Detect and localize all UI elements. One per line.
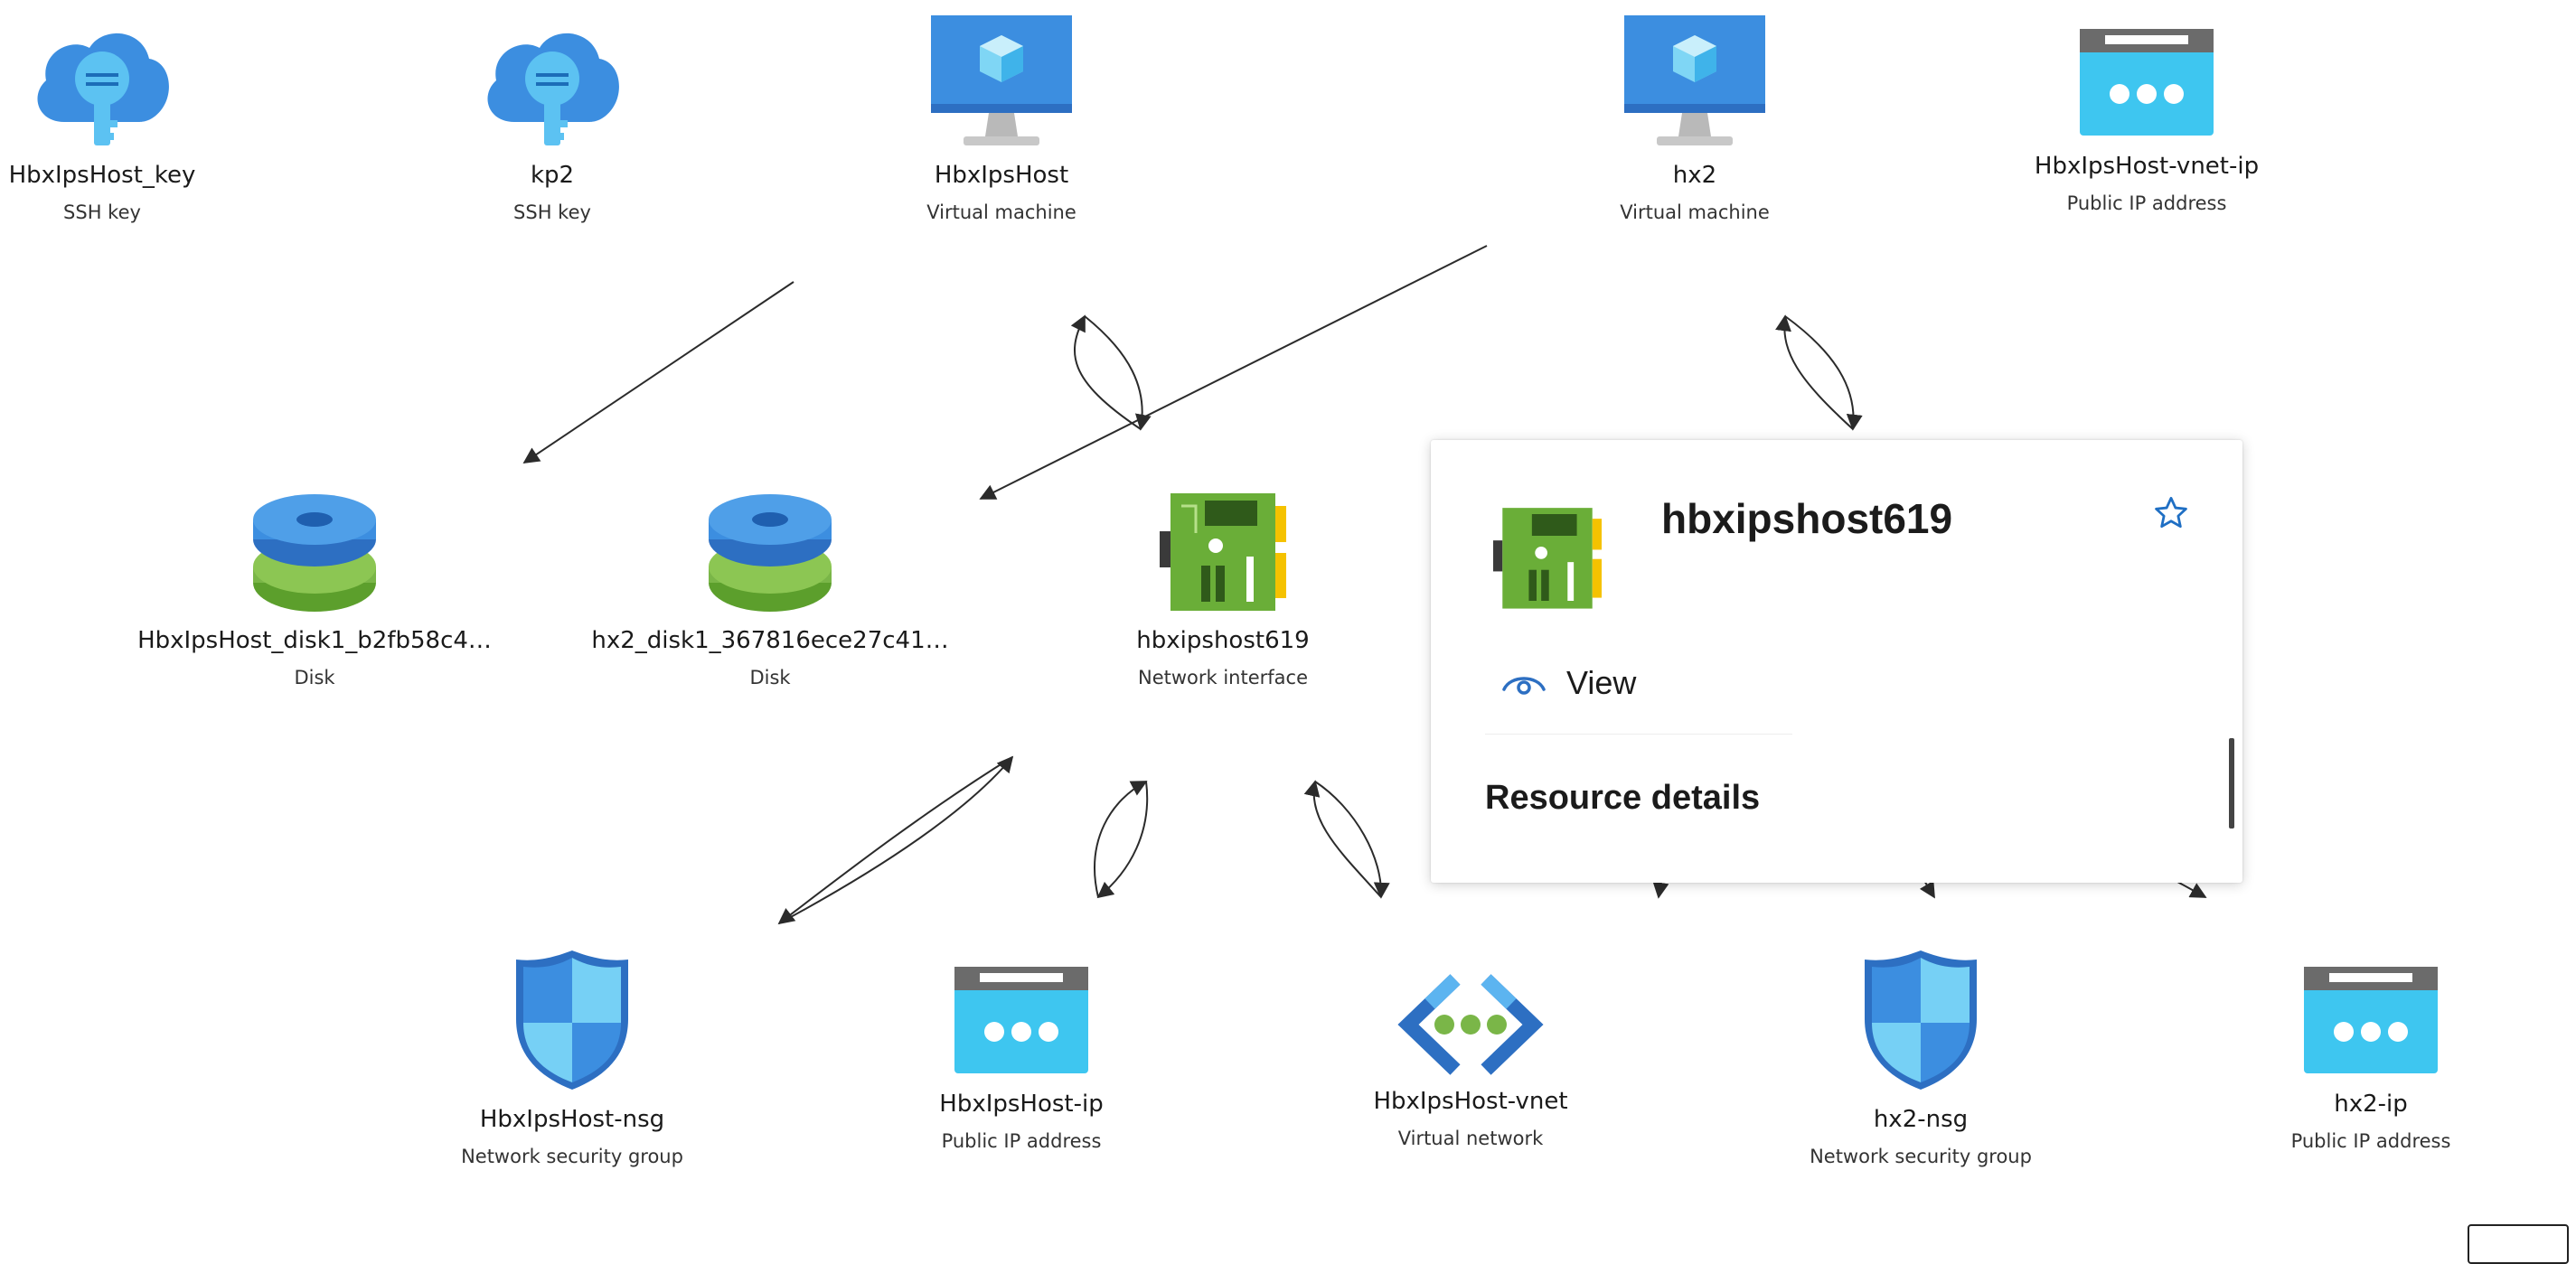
- node-name: HbxIpsHost_key: [8, 162, 196, 189]
- nsg-shield-icon: [516, 950, 628, 1090]
- node-type: Public IP address: [2066, 192, 2227, 214]
- virtual-machine-icon: [931, 15, 1072, 145]
- node-type: Network interface: [1137, 667, 1308, 688]
- edge-hx2-nic-a: [1775, 314, 1854, 430]
- resource-popup-card[interactable]: hbxipshost619 View Resource details: [1431, 440, 2242, 883]
- eye-icon: [1502, 677, 1546, 695]
- disk-icon: [253, 494, 376, 612]
- node-hx2-ip[interactable]: hx2-ip Public IP address: [2181, 965, 2561, 1152]
- edge-nic-nsg-b: [778, 755, 1014, 924]
- network-interface-icon: [1160, 493, 1286, 611]
- edge-hx2-nic-b: [1784, 315, 1863, 431]
- node-hx2-nsg[interactable]: hx2-nsg Network security group: [1731, 947, 2111, 1167]
- node-hbxipshost-vnet[interactable]: HbxIpsHost-vnet Virtual network: [1281, 974, 1660, 1149]
- node-name: HbxIpsHost-nsg: [479, 1106, 665, 1133]
- virtual-machine-icon: [1624, 15, 1765, 145]
- node-name: hx2_disk1_367816ece27c41…: [591, 627, 949, 654]
- node-type: Virtual machine: [1620, 201, 1770, 223]
- edge-hx2-to-disk: [979, 245, 1488, 500]
- node-hbxipshost-key[interactable]: HbxIpsHost_key SSH key: [0, 23, 292, 223]
- node-name: hx2-ip: [2334, 1091, 2408, 1118]
- ssh-key-icon: [487, 33, 619, 145]
- edge-nic-vnet-b: [1314, 781, 1390, 899]
- view-label: View: [1566, 664, 1637, 701]
- view-action[interactable]: View: [1501, 664, 1636, 702]
- edge-nic-nsg-a: [777, 756, 1013, 925]
- node-type: Disk: [294, 667, 335, 688]
- node-name: HbxIpsHost_disk1_b2fb58c4…: [137, 627, 492, 654]
- node-type: SSH key: [63, 201, 141, 223]
- node-hbxipshost-disk[interactable]: HbxIpsHost_disk1_b2fb58c4… Disk: [125, 492, 504, 688]
- node-type: Virtual network: [1397, 1128, 1544, 1149]
- node-hx2-disk[interactable]: hx2_disk1_367816ece27c41… Disk: [580, 492, 960, 688]
- resource-details-heading: Resource details: [1485, 779, 1761, 817]
- edge-nic-ip-a: [1094, 781, 1148, 898]
- popup-title: hbxipshost619: [1661, 495, 1953, 542]
- public-ip-icon: [2080, 29, 2214, 136]
- node-name: hbxipshost619: [1136, 627, 1310, 654]
- node-type: Network security group: [461, 1146, 683, 1167]
- node-kp2[interactable]: kp2 SSH key: [362, 23, 742, 223]
- node-hx2-vm[interactable]: hx2 Virtual machine: [1505, 14, 1885, 223]
- node-hbxipshost619[interactable]: hbxipshost619 Network interface: [1033, 488, 1413, 688]
- star-icon[interactable]: [2152, 494, 2190, 532]
- disk-icon: [709, 494, 832, 612]
- nsg-shield-icon: [1865, 950, 1977, 1090]
- node-type: Disk: [749, 667, 791, 688]
- public-ip-icon: [2304, 967, 2438, 1073]
- edge-vm-to-disk: [522, 281, 794, 464]
- node-name: hx2-nsg: [1873, 1106, 1969, 1133]
- edge-vm-nic-b: [1084, 315, 1152, 431]
- node-name: HbxIpsHost-vnet-ip: [2034, 153, 2260, 180]
- node-name: hx2: [1672, 162, 1717, 189]
- node-hbxipshost-vnet-ip[interactable]: HbxIpsHost-vnet-ip Public IP address: [1957, 27, 2336, 214]
- node-type: Network security group: [1810, 1146, 2032, 1167]
- public-ip-icon: [954, 967, 1088, 1073]
- corner-control[interactable]: [2468, 1224, 2569, 1264]
- popup-divider: [1485, 734, 1792, 735]
- node-name: kp2: [530, 162, 575, 189]
- node-type: Virtual machine: [926, 201, 1076, 223]
- node-hbxipshost-ip[interactable]: HbxIpsHost-ip Public IP address: [832, 965, 1211, 1152]
- edge-vm-nic-a: [1070, 314, 1142, 430]
- virtual-network-icon: [1397, 974, 1544, 1075]
- node-name: HbxIpsHost: [934, 162, 1069, 189]
- node-type: Public IP address: [2290, 1130, 2451, 1152]
- popup-scrollbar[interactable]: [2229, 738, 2234, 829]
- ssh-key-icon: [37, 33, 169, 145]
- network-interface-icon: [1493, 508, 1602, 609]
- node-type: SSH key: [513, 201, 591, 223]
- node-name: HbxIpsHost-ip: [939, 1091, 1104, 1118]
- edge-nic-ip-b: [1096, 781, 1149, 899]
- node-name: HbxIpsHost-vnet: [1373, 1088, 1568, 1115]
- node-hbxipshost-nsg[interactable]: HbxIpsHost-nsg Network security group: [382, 947, 762, 1167]
- node-type: Public IP address: [941, 1130, 1102, 1152]
- edge-nic-vnet-a: [1303, 780, 1382, 898]
- node-hbxipshost-vm[interactable]: HbxIpsHost Virtual machine: [812, 14, 1191, 223]
